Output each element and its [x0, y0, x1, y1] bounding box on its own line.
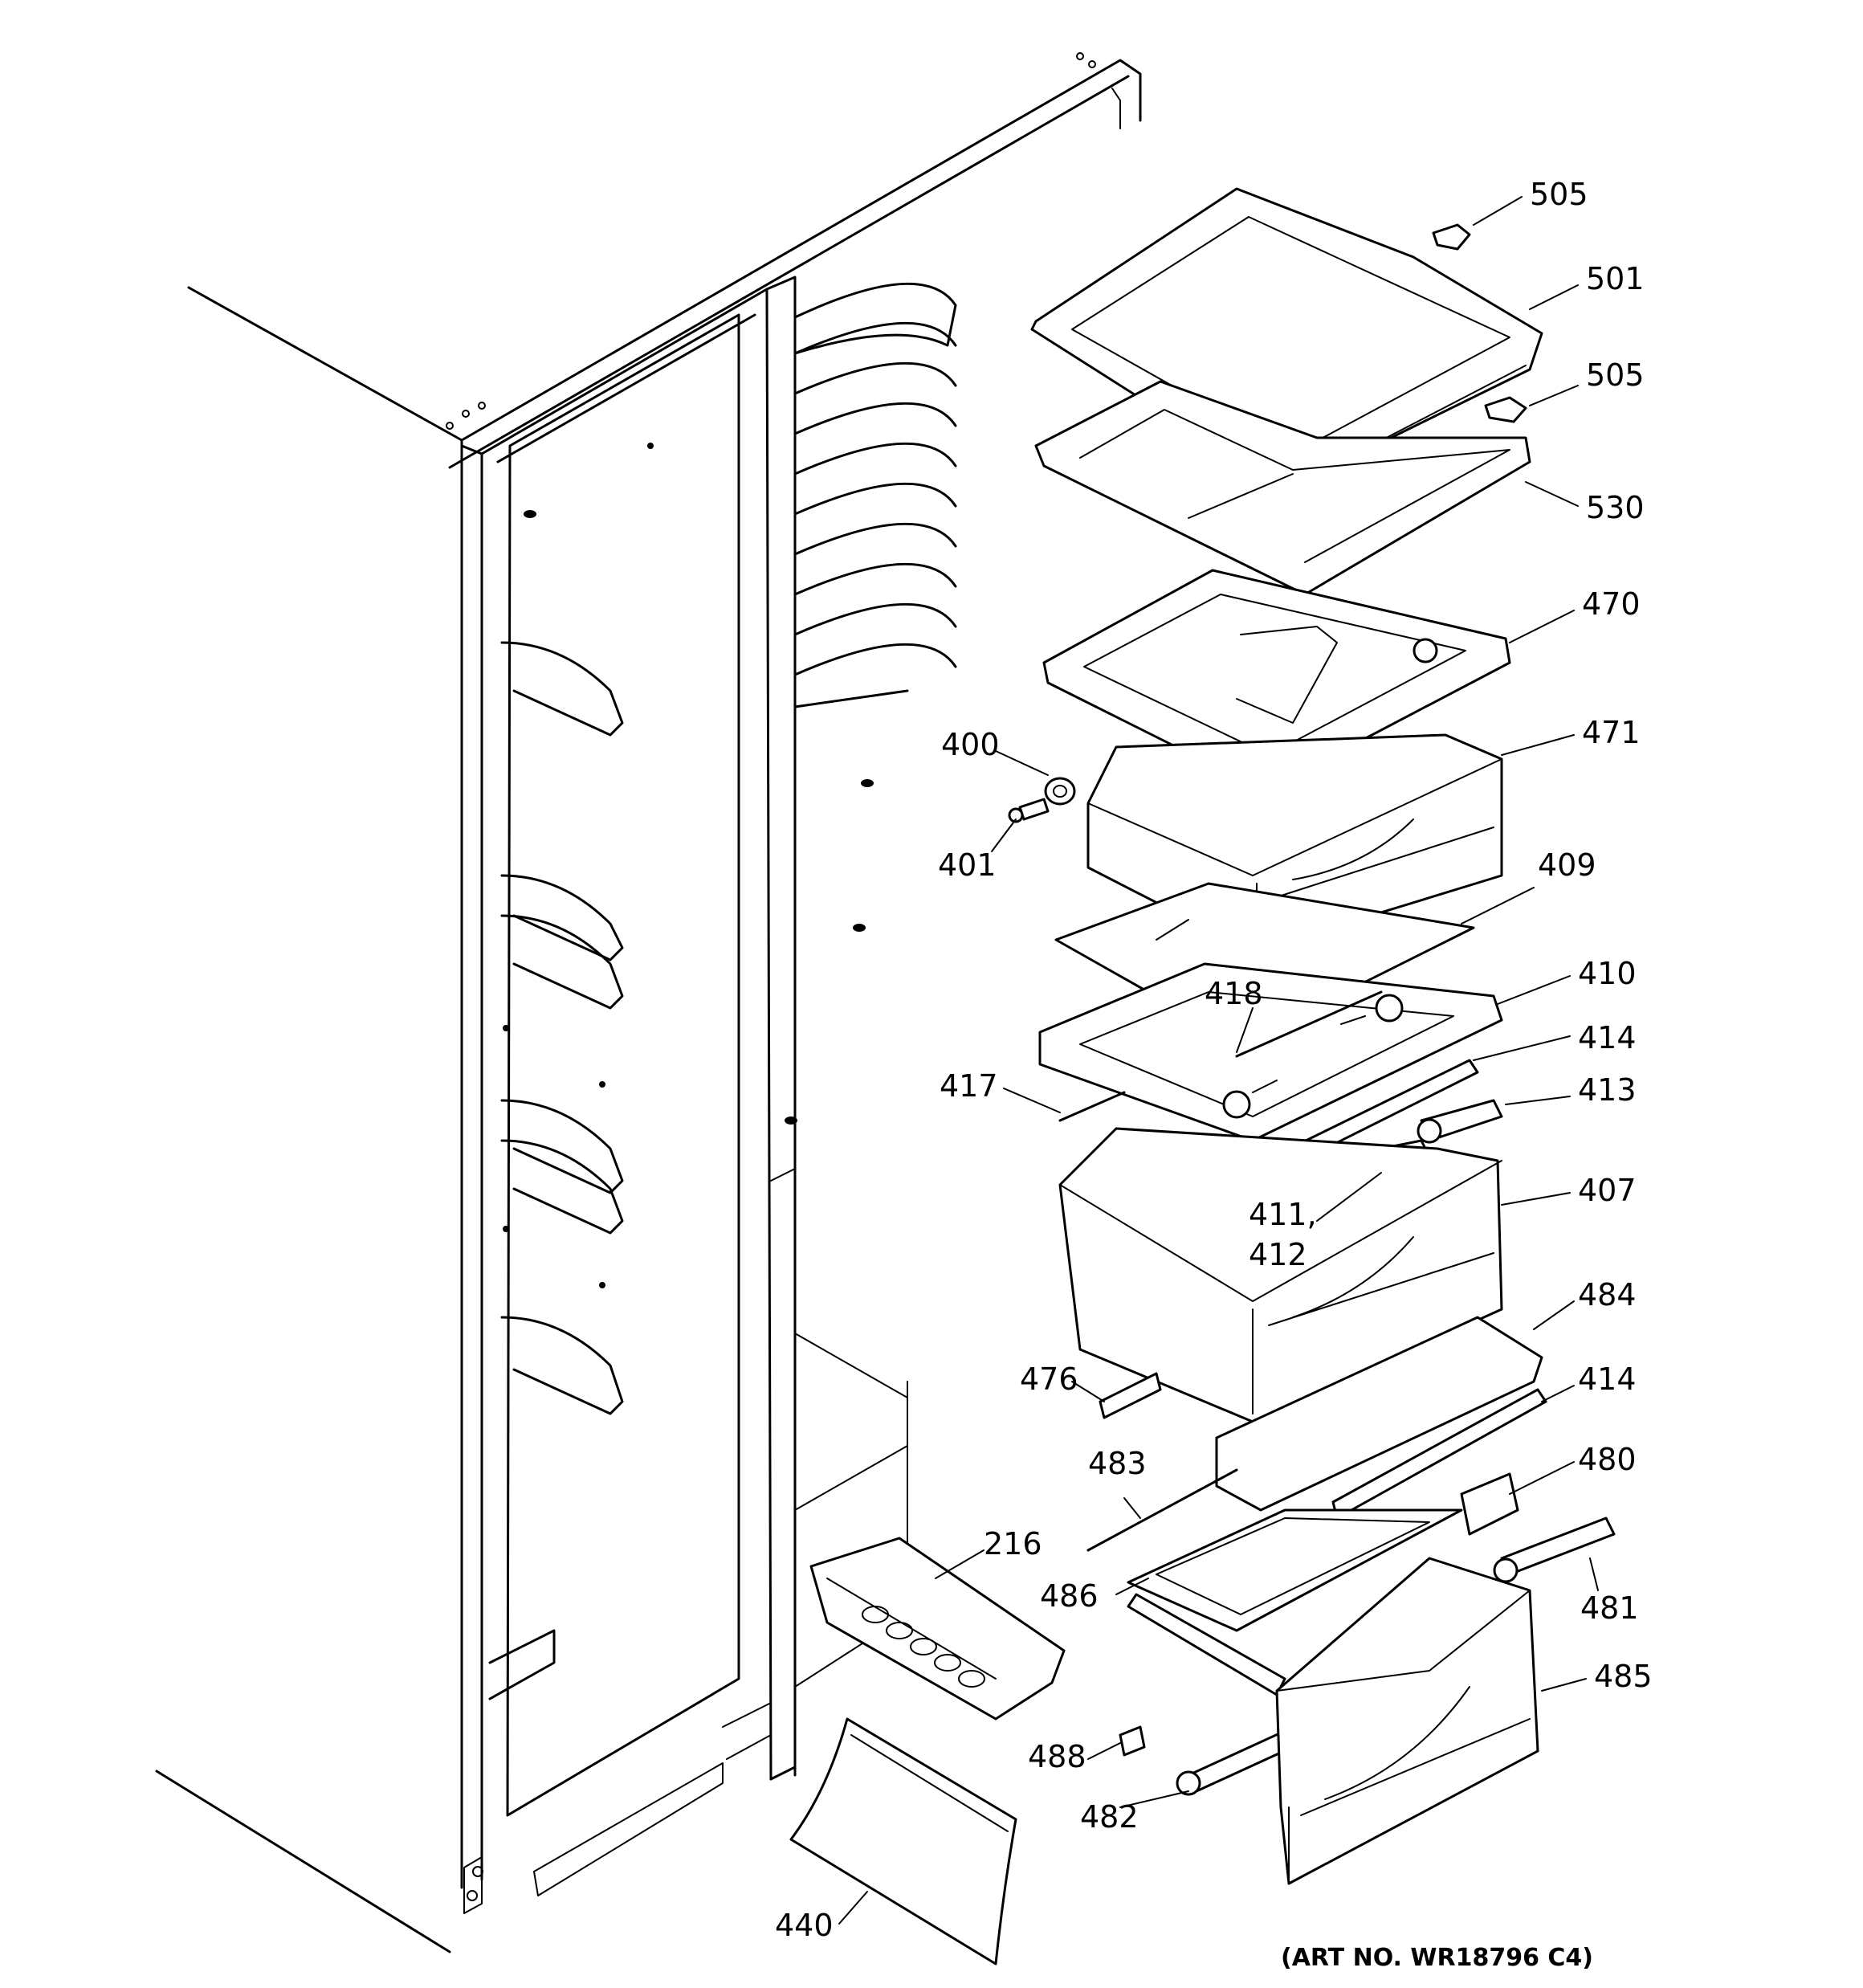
- label-471: 471: [1582, 715, 1641, 750]
- label-410: 410: [1578, 956, 1637, 991]
- part-483-rod: [1086, 1468, 1238, 1552]
- refrigerator-cabinet: [155, 52, 1142, 1953]
- label-480: 480: [1578, 1442, 1637, 1477]
- label-414-upper: 414: [1578, 1020, 1637, 1055]
- label-482: 482: [1080, 1799, 1139, 1835]
- part-418-rod: [1235, 990, 1383, 1058]
- art-number: (ART NO. WR18796 C4): [1281, 1944, 1593, 1972]
- part-400-roller: [1044, 777, 1076, 806]
- label-481: 481: [1580, 1590, 1639, 1626]
- door-shelf-supports: [500, 443, 874, 1415]
- part-480-pan-slide: [1460, 1472, 1519, 1536]
- part-505-shelf-clip: [1432, 223, 1527, 423]
- part-476-spacer: [1099, 1372, 1162, 1419]
- callout-labels: 505 501 505 530 470 471 400 401 409 410 …: [775, 177, 1653, 1972]
- label-488: 488: [1028, 1739, 1086, 1774]
- part-482-roller-axle: [1176, 1729, 1294, 1796]
- label-216: 216: [984, 1526, 1042, 1561]
- label-484: 484: [1578, 1277, 1637, 1312]
- part-407-crisper-drawer: [1058, 1127, 1503, 1423]
- part-481-roller-axle: [1493, 1517, 1616, 1583]
- part-488-bushing: [1119, 1725, 1146, 1757]
- part-440-cover: [789, 1717, 1017, 1966]
- label-530: 530: [1586, 490, 1645, 525]
- label-476: 476: [1020, 1361, 1078, 1397]
- label-414-lower: 414: [1578, 1361, 1637, 1397]
- part-470-drawer-cover: [1042, 569, 1511, 793]
- part-401-screw: [1008, 798, 1050, 823]
- label-470: 470: [1582, 586, 1641, 622]
- label-400: 400: [941, 727, 1000, 762]
- label-417: 417: [940, 1068, 998, 1104]
- part-417-rod: [1058, 1091, 1126, 1122]
- part-485-pan-drawer: [1275, 1557, 1539, 1885]
- part-530-shelf: [1034, 380, 1531, 596]
- label-412: 412: [1249, 1237, 1307, 1272]
- label-411: 411,: [1249, 1197, 1317, 1232]
- label-440: 440: [775, 1908, 834, 1943]
- shelf-rails: [793, 282, 957, 708]
- label-401: 401: [938, 847, 997, 883]
- label-413: 413: [1578, 1072, 1637, 1108]
- part-410-drawer-frame: [1038, 962, 1503, 1142]
- part-484-drawer-cover: [1215, 1316, 1543, 1512]
- label-418: 418: [1205, 976, 1263, 1011]
- leader-lines: [838, 196, 1599, 1925]
- part-216-door-bin: [809, 1537, 1066, 1721]
- label-409: 409: [1538, 847, 1596, 883]
- label-485: 485: [1594, 1659, 1653, 1694]
- label-407: 407: [1578, 1173, 1637, 1208]
- label-501: 501: [1586, 261, 1645, 296]
- part-413-roller-axle: [1417, 1099, 1503, 1144]
- label-505-lower: 505: [1586, 357, 1645, 393]
- label-483: 483: [1088, 1446, 1147, 1481]
- label-486: 486: [1040, 1578, 1099, 1614]
- label-505-top: 505: [1530, 177, 1588, 212]
